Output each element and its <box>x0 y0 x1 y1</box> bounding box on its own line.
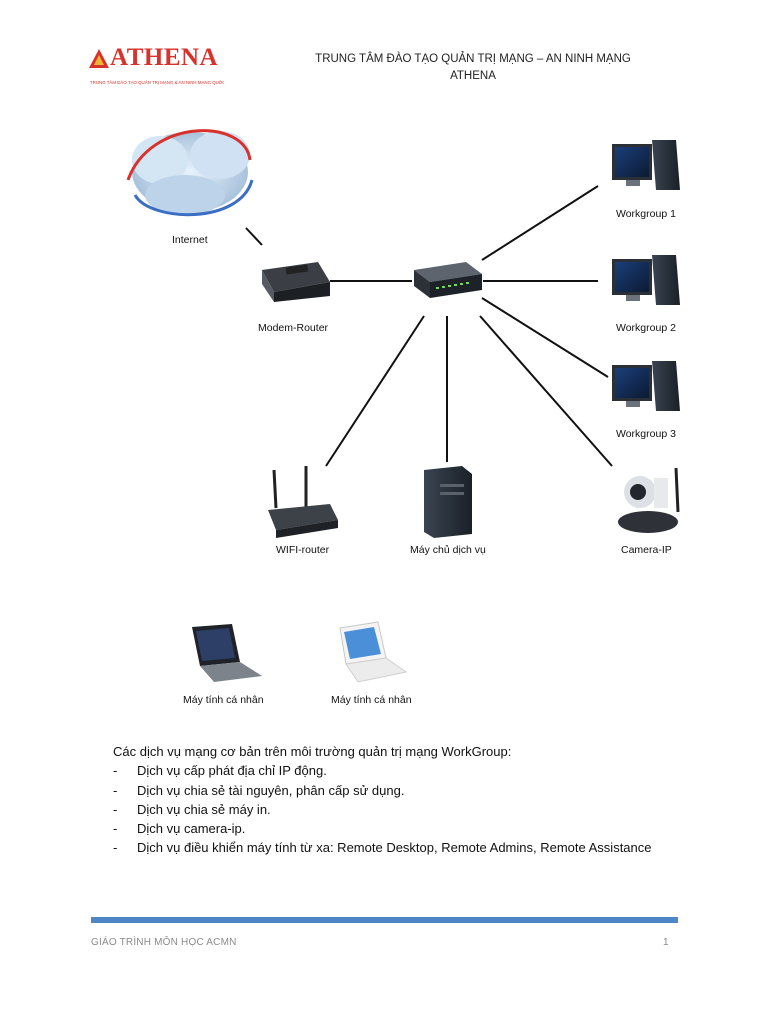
list-item-text: Dịch vụ camera-ip. <box>137 821 246 837</box>
footer-course-title: GIÁO TRÌNH MÔN HỌC ACMN <box>91 937 237 948</box>
desktop-computer-icon <box>612 255 680 305</box>
label-camera: Camera-IP <box>621 544 672 556</box>
label-workgroup2: Workgroup 2 <box>616 322 676 334</box>
bullet: - <box>113 801 118 817</box>
label-laptop2: Máy tính cá nhân <box>331 694 412 706</box>
logo-tagline: TRUNG TÂM ĐÀO TẠO QUẢN TRỊ MẠNG & AN NIN… <box>90 80 224 85</box>
list-item: - Dịch vụ chia sẻ tài nguyên, phân cấp sử… <box>113 781 733 800</box>
list-item: - Dịch vụ cấp phát địa chỉ IP động. <box>113 761 733 780</box>
link-switch-camera <box>479 315 613 467</box>
services-intro: Các dịch vụ mạng cơ bản trên môi trường … <box>113 744 512 759</box>
label-laptop1: Máy tính cá nhân <box>183 694 264 706</box>
desktop-computer-icon <box>612 361 680 411</box>
list-item: - Dịch vụ chia sẻ máy in. <box>113 800 733 819</box>
list-item-text: Dịch vụ điều khiển máy tính từ xa: Remot… <box>137 840 652 856</box>
label-workgroup1: Workgroup 1 <box>616 208 676 220</box>
desktop-computer-icon <box>612 140 680 190</box>
cloud-icon <box>126 129 254 217</box>
server-tower-icon <box>424 466 472 538</box>
ip-camera-icon <box>618 467 680 533</box>
bullet: - <box>113 821 118 837</box>
link-internet-modem <box>245 227 263 246</box>
bullet: - <box>113 763 118 779</box>
link-switch-workgroup1 <box>481 185 599 261</box>
link-switch-wifi <box>325 315 425 467</box>
services-list: Các dịch vụ mạng cơ bản trên môi trường … <box>113 742 733 858</box>
laptop-icon <box>339 621 408 683</box>
athena-logo: ATHENA TRUNG TÂM ĐÀO TẠO QUẢN TRỊ MẠNG &… <box>88 44 224 90</box>
connection-lines <box>245 185 613 467</box>
link-switch-workgroup3 <box>481 297 609 378</box>
network-diagram <box>126 129 680 683</box>
bullet: - <box>113 782 118 798</box>
label-wifi-router: WIFI-router <box>276 544 330 556</box>
header-title-line1: TRUNG TÂM ĐÀO TẠO QUẢN TRỊ MẠNG – AN NIN… <box>315 53 631 65</box>
modem-router-icon <box>262 262 330 302</box>
laptop-icon <box>192 624 262 682</box>
list-item-text: Dịch vụ chia sẻ máy in. <box>137 801 271 817</box>
page-number: 1 <box>663 937 669 948</box>
list-item-text: Dịch vụ cấp phát địa chỉ IP động. <box>137 763 327 779</box>
label-modem-router: Modem-Router <box>258 322 329 334</box>
label-workgroup3: Workgroup 3 <box>616 428 676 440</box>
switch-icon <box>414 262 482 298</box>
footer-divider <box>91 917 678 923</box>
list-item-text: Dịch vụ chia sẻ tài nguyên, phân cấp sử … <box>137 782 405 798</box>
logo-mark-icon <box>89 49 109 68</box>
bullet: - <box>113 840 118 856</box>
list-item: - Dịch vụ camera-ip. <box>113 819 733 838</box>
logo-wordmark: ATHENA <box>110 44 219 71</box>
list-item: - Dịch vụ điều khiển máy tính từ xa: Remo… <box>113 838 733 857</box>
label-internet: Internet <box>172 234 208 246</box>
label-server: Máy chủ dịch vụ <box>410 544 486 556</box>
header-title-line2: ATHENA <box>450 70 496 82</box>
wifi-router-icon <box>268 466 338 538</box>
